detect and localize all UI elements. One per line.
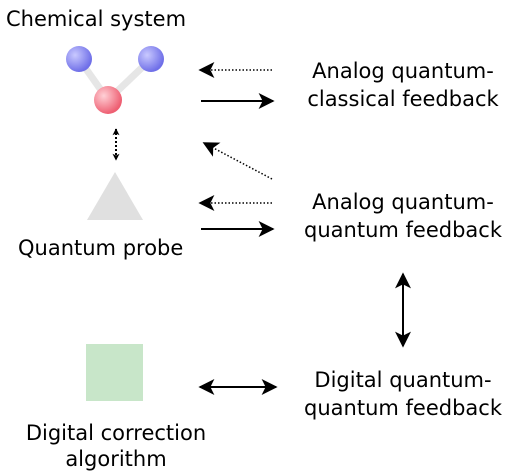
digital-qq-label-line1: Digital quantum- xyxy=(314,368,492,392)
blue-atom-left xyxy=(66,46,92,72)
blue-atom-right xyxy=(138,46,164,72)
molecule-icon xyxy=(66,46,164,114)
red-atom xyxy=(94,86,122,114)
square-icon xyxy=(86,344,143,401)
digital-qq-label-line2: quantum feedback xyxy=(304,396,502,420)
digital-correction-label-line1: Digital correction xyxy=(25,421,207,445)
analog-qc-label-line1: Analog quantum- xyxy=(312,59,494,83)
digital-correction-label-line2: algorithm xyxy=(65,447,167,471)
analog-qc-label-line2: classical feedback xyxy=(307,87,499,111)
analog-qq-label-line2: quantum feedback xyxy=(304,218,502,242)
quantum-probe-label: Quantum probe xyxy=(18,236,184,260)
chemical-system-label: Chemical system xyxy=(6,7,187,31)
diagonal-dotted-arrow xyxy=(202,142,273,180)
triangle-icon xyxy=(87,172,143,220)
analog-qq-label-line1: Analog quantum- xyxy=(312,190,494,214)
